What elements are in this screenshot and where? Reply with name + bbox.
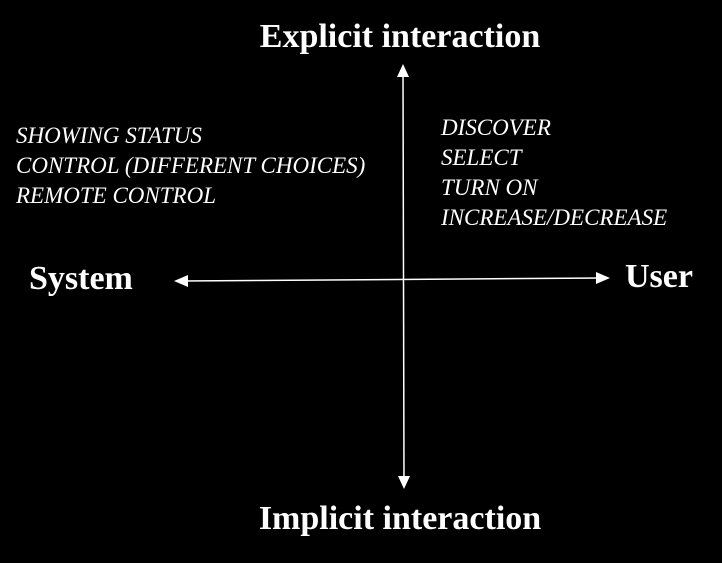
arrowhead-left — [174, 275, 188, 287]
implicit-interaction-label: Implicit interaction — [258, 500, 542, 537]
list-item: SELECT — [441, 145, 522, 170]
list-item: SHOWING STATUS — [16, 123, 202, 148]
arrowhead-right — [596, 272, 610, 284]
list-item: REMOTE CONTROL — [16, 183, 216, 208]
list-item: DISCOVER — [441, 115, 551, 140]
system-explicit-list: SHOWING STATUS CONTROL (DIFFERENT CHOICE… — [16, 121, 365, 211]
user-explicit-list: DISCOVER SELECT TURN ON INCREASE/DECREAS… — [441, 113, 667, 233]
system-label: System — [29, 260, 133, 297]
list-item: INCREASE/DECREASE — [441, 205, 668, 230]
user-label: User — [625, 258, 693, 295]
list-item: TURN ON — [441, 175, 538, 200]
arrowhead-down — [398, 476, 410, 489]
explicit-interaction-label: Explicit interaction — [259, 18, 541, 55]
horizontal-axis-arrow — [174, 272, 610, 287]
list-item: CONTROL (DIFFERENT CHOICES) — [16, 153, 366, 178]
vertical-axis-arrow — [397, 64, 410, 489]
arrowhead-up — [397, 64, 409, 77]
